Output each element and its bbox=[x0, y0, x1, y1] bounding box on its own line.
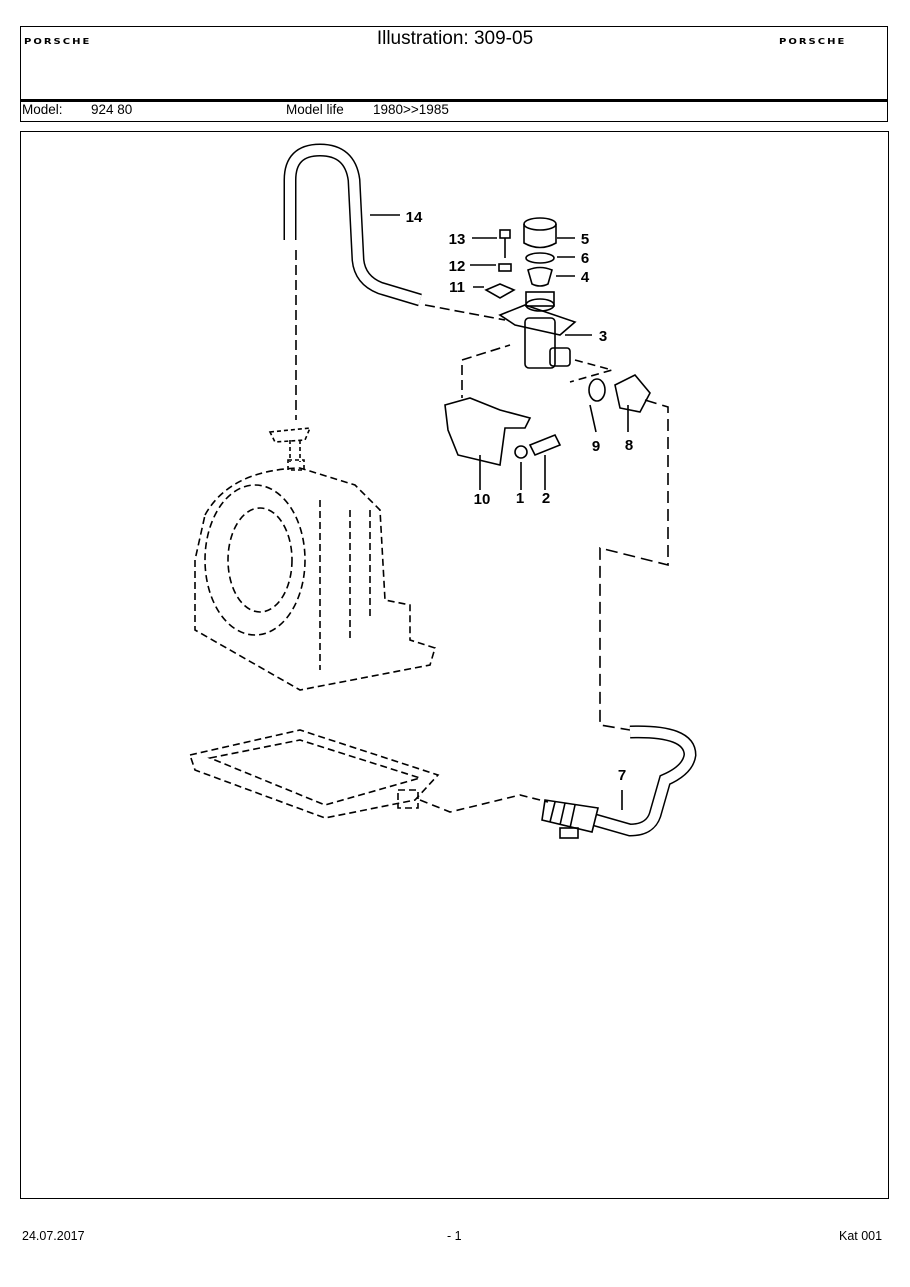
hose-fitting bbox=[541, 799, 599, 833]
callout-1: 1 bbox=[516, 490, 524, 507]
header-divider bbox=[20, 99, 888, 102]
callout-5: 5 bbox=[581, 231, 589, 248]
clip-11 bbox=[484, 283, 516, 299]
callout-11: 11 bbox=[449, 279, 465, 296]
bolt-2 bbox=[528, 433, 562, 457]
callout-13: 13 bbox=[449, 231, 466, 248]
brand-logo-right: PORSCHE bbox=[779, 38, 847, 47]
hose-7 bbox=[593, 725, 697, 837]
screw-13 bbox=[499, 229, 511, 258]
page-title: Illustration: 309-05 bbox=[376, 28, 534, 49]
ring-9 bbox=[588, 378, 606, 402]
callout-3: 3 bbox=[599, 328, 607, 345]
header-frame bbox=[20, 26, 888, 122]
footer-date: 24.07.2017 bbox=[22, 1229, 85, 1243]
sensor bbox=[268, 427, 312, 471]
bracket-10 bbox=[444, 397, 532, 466]
callout-2: 2 bbox=[542, 490, 550, 507]
callout-10: 10 bbox=[474, 491, 491, 508]
cap-5 bbox=[523, 217, 557, 249]
transmission-housing bbox=[194, 467, 436, 691]
callout-6: 6 bbox=[581, 250, 589, 267]
washer-1 bbox=[514, 445, 528, 459]
callout-7: 7 bbox=[618, 767, 626, 784]
filter-4 bbox=[527, 266, 553, 287]
nut-12 bbox=[498, 263, 512, 272]
brand-logo-left: PORSCHE bbox=[24, 38, 92, 47]
model-label: Model: bbox=[22, 102, 63, 117]
model-life-value: 1980>>1985 bbox=[373, 102, 449, 117]
model-value: 924 80 bbox=[91, 102, 133, 117]
model-life-label: Model life bbox=[286, 102, 344, 117]
callout-8: 8 bbox=[625, 437, 633, 454]
footer-page-number: - 1 bbox=[447, 1229, 462, 1243]
callout-14: 14 bbox=[406, 209, 423, 226]
callout-4: 4 bbox=[581, 269, 590, 286]
illustration-frame bbox=[20, 131, 889, 1199]
footer-catalog: Kat 001 bbox=[839, 1229, 883, 1243]
callout-12: 12 bbox=[449, 258, 466, 275]
reservoir-3 bbox=[498, 291, 577, 369]
union-8 bbox=[614, 374, 651, 413]
oil-pan bbox=[188, 729, 440, 819]
callout-9: 9 bbox=[592, 438, 600, 455]
seal-6 bbox=[525, 252, 555, 264]
